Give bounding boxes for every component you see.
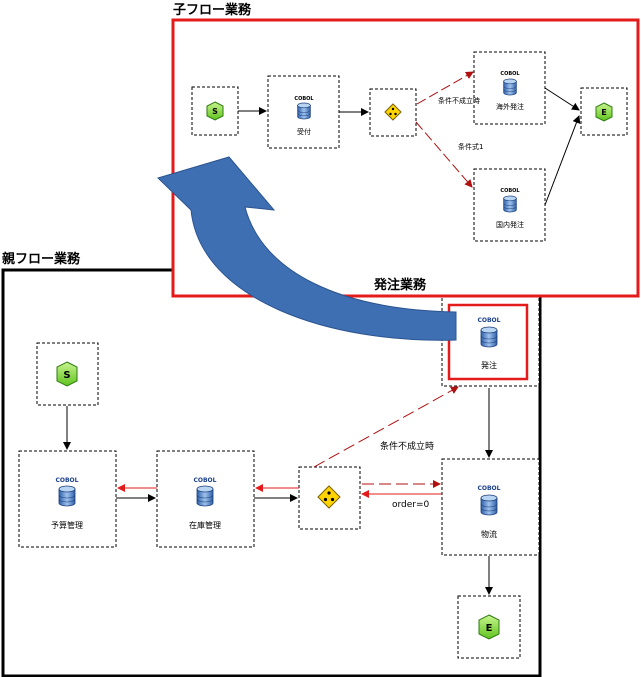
child-cond-label: 条件式1 [458, 142, 483, 151]
decision-diamond-icon [384, 103, 402, 121]
parent-flow: 親フロー業務 S COBOL 予算管理 COBOL 在庫管理 [1, 251, 542, 677]
parent-fail-label: 条件不成立時 [380, 440, 434, 452]
parent-start-label: S [63, 370, 70, 381]
start-hexagon-icon [206, 101, 224, 121]
edge-decision-hacchu-fail [313, 386, 459, 468]
database-icon [503, 78, 517, 96]
node-label: 在庫管理 [189, 520, 221, 530]
database-icon [480, 494, 498, 516]
node-label: 海外発注 [496, 102, 524, 111]
database-icon [503, 195, 517, 213]
node-hacchu[interactable]: COBOL 発注 [441, 289, 540, 387]
node-label: 受付 [297, 127, 311, 136]
child-decision-node[interactable] [369, 88, 417, 137]
node-kokunai[interactable]: COBOL 国内発注 [473, 168, 546, 242]
cobol-label: COBOL [500, 188, 520, 194]
cobol-label: COBOL [500, 71, 520, 77]
cobol-label: COBOL [55, 477, 78, 484]
edge-decision-kaigai [416, 71, 474, 105]
child-flow-caption: 発注業務 [373, 277, 427, 293]
cobol-label: COBOL [477, 485, 500, 492]
child-start-label: S [212, 107, 218, 116]
edge-decision-kokunai [415, 121, 473, 188]
parent-end-node[interactable]: E [457, 595, 521, 659]
node-label: 発注 [481, 360, 497, 370]
database-icon [196, 485, 214, 507]
child-end-node[interactable]: E [580, 87, 628, 136]
node-yosan[interactable]: COBOL 予算管理 [18, 450, 117, 548]
child-fail-label: 条件不成立時 [438, 96, 480, 105]
node-zaiko[interactable]: COBOL 在庫管理 [156, 450, 255, 548]
node-kaigai[interactable]: COBOL 海外発注 [473, 51, 546, 125]
database-icon [58, 485, 76, 507]
parent-flow-title: 親フロー業務 [2, 251, 81, 267]
edge-kokunai-end [544, 115, 581, 206]
edge-kaigai-end [544, 87, 580, 111]
node-butsuryu[interactable]: COBOL 物流 [441, 458, 540, 556]
node-label: 予算管理 [51, 520, 83, 530]
cobol-label: COBOL [477, 317, 500, 324]
node-uketsuke[interactable]: COBOL 受付 [267, 75, 340, 149]
start-hexagon-icon [56, 361, 78, 387]
child-flow-title: 子フロー業務 [173, 2, 252, 18]
hacchu-highlight-frame [447, 303, 529, 381]
end-hexagon-icon [478, 614, 500, 640]
parent-cond-label: order=0 [392, 500, 430, 510]
node-label: 物流 [481, 529, 497, 539]
child-start-node[interactable]: S [191, 86, 239, 136]
child-end-label: E [601, 108, 606, 117]
decision-diamond-icon [317, 485, 341, 509]
cobol-label: COBOL [193, 477, 216, 484]
parent-end-label: E [486, 623, 493, 634]
parent-start-node[interactable]: S [36, 342, 99, 406]
database-icon [480, 326, 498, 348]
parent-decision-node[interactable] [298, 466, 361, 530]
node-label: 国内発注 [496, 220, 524, 229]
big-blue-arrow [157, 156, 457, 341]
cobol-label: COBOL [294, 96, 314, 102]
database-icon [297, 102, 311, 120]
end-hexagon-icon [595, 102, 613, 122]
